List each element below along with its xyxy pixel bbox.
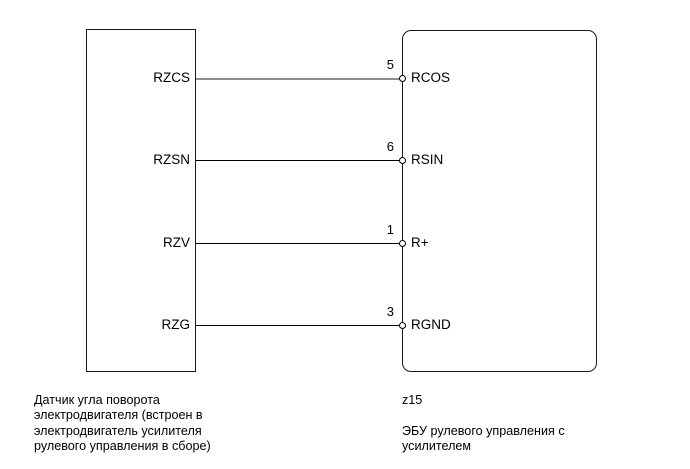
- pin-number-3: 3: [386, 304, 394, 319]
- pin-number-5: 5: [386, 57, 394, 72]
- left-connector-box: [86, 29, 196, 372]
- right-pin-label-rgnd: RGND: [411, 317, 451, 332]
- wire-rzg-rgnd: [196, 325, 403, 326]
- left-pin-label-rzg: RZG: [161, 317, 191, 332]
- right-connector-box: [402, 30, 597, 372]
- right-pin-label-rplus: R+: [411, 235, 429, 250]
- right-component-code: z15: [402, 393, 423, 408]
- wire-rzv-rplus: [196, 243, 403, 244]
- left-pin-label-rzsn: RZSN: [153, 152, 190, 167]
- right-pin-label-rsin: RSIN: [411, 152, 444, 167]
- terminal-rcos: [399, 74, 406, 82]
- left-caption-text: Датчик угла поворота электродвигателя (в…: [34, 393, 211, 453]
- left-pin-label-rzcs: RZCS: [153, 70, 190, 85]
- terminal-rplus: [399, 239, 406, 247]
- terminal-rgnd: [399, 321, 406, 329]
- left-component-caption: Датчик угла поворота электродвигателя (в…: [34, 378, 294, 469]
- right-caption-text: ЭБУ рулевого управления с усилителем: [402, 423, 565, 453]
- wire-rzsn-rsin: [196, 160, 403, 161]
- right-component-caption: z15 ЭБУ рулевого управления с усилителем: [402, 378, 672, 469]
- pin-number-6: 6: [386, 139, 394, 154]
- left-pin-label-rzv: RZV: [163, 235, 190, 250]
- wire-rzcs-rcos: [196, 78, 403, 80]
- pin-number-1: 1: [386, 222, 394, 237]
- right-pin-label-rcos: RCOS: [411, 70, 451, 85]
- terminal-rsin: [399, 156, 406, 164]
